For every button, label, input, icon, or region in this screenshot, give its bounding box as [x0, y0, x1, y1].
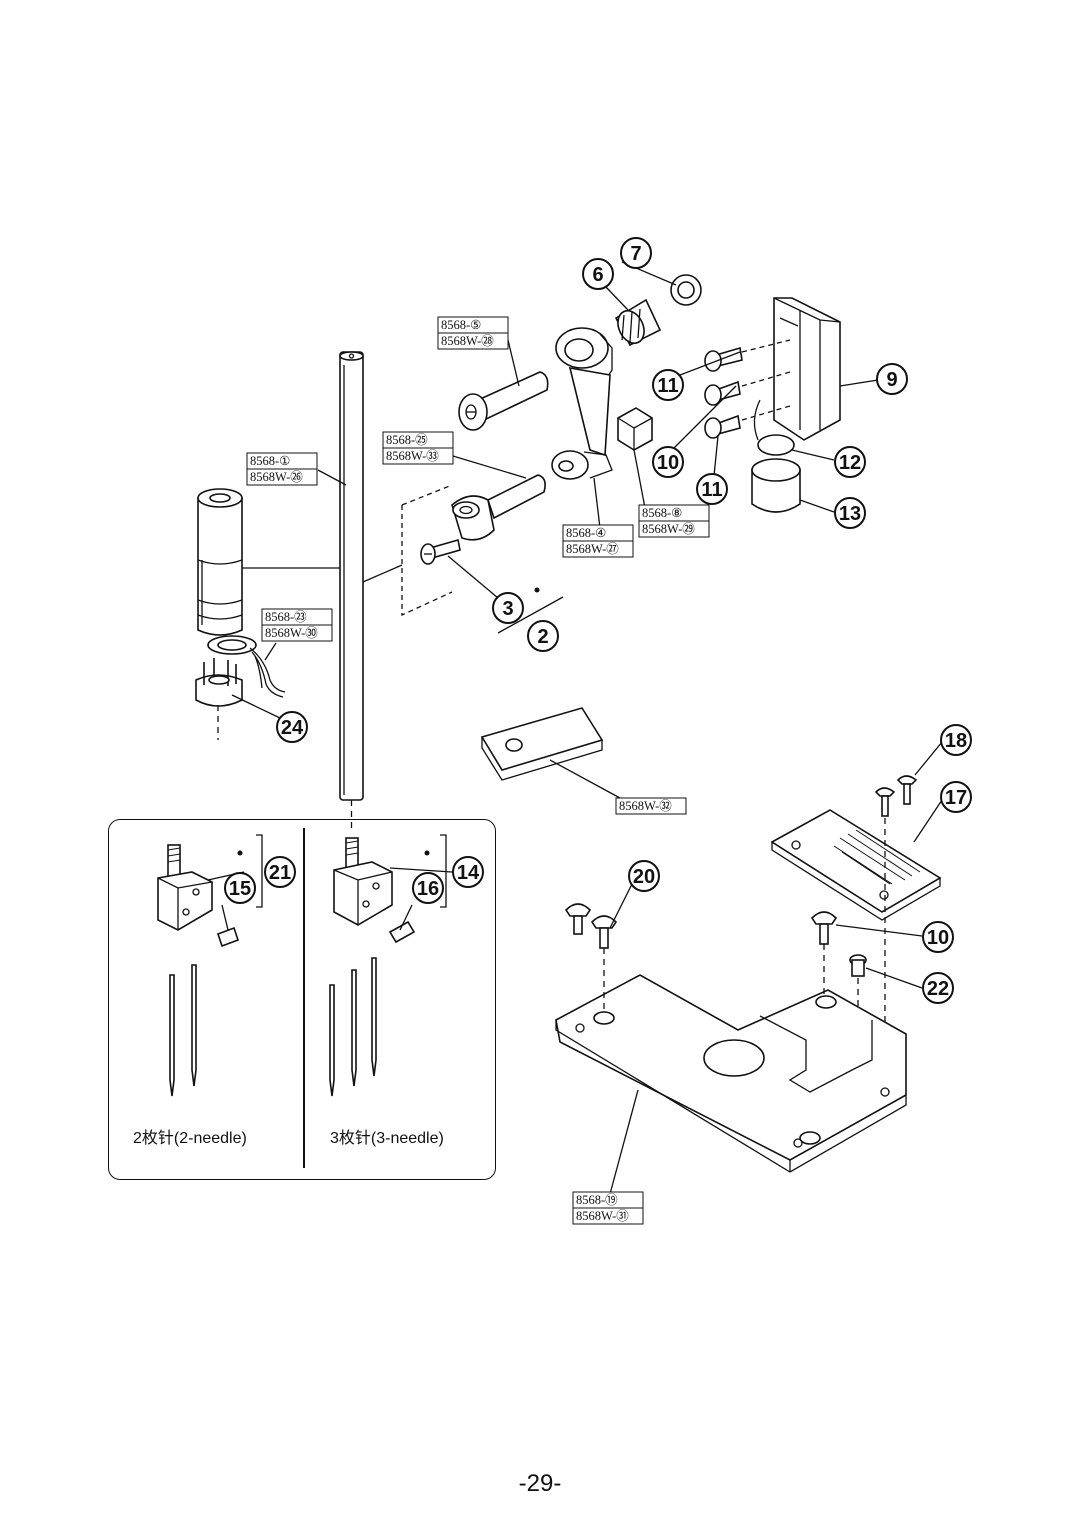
- needle-guard-plate-illustration: [480, 707, 604, 781]
- reference-line: 8568-④: [566, 526, 606, 540]
- callout-14: 14: [452, 856, 484, 888]
- svg-text:17: 17: [945, 787, 967, 809]
- guide-bracket-illustration: [773, 297, 841, 441]
- reference-line: 8568-⑤: [441, 318, 481, 332]
- needle-bearing-illustration: [614, 274, 702, 347]
- reference-label: 8568-⑤ 8568W-㉘: [437, 316, 509, 350]
- reference-line: 8568-㉕: [386, 433, 428, 447]
- callout-11: 11: [652, 369, 684, 401]
- needle-clamp-2-illustration: [157, 834, 263, 1097]
- base-plate-illustration: [555, 903, 907, 1173]
- callout-20: 20: [628, 860, 660, 892]
- callout-21: 21: [264, 856, 296, 888]
- callout-24: 24: [276, 711, 308, 743]
- svg-text:13: 13: [839, 503, 861, 525]
- svg-text:7: 7: [630, 243, 641, 265]
- link-pin-illustration: [362, 474, 564, 634]
- callout-13: 13: [834, 497, 866, 529]
- reference-line: 8568W-㉛: [576, 1209, 629, 1223]
- felt-and-nut-illustration: [195, 635, 286, 740]
- reference-line: 8568W-㉝: [386, 449, 439, 463]
- svg-text:11: 11: [657, 375, 678, 397]
- inset-divider: [303, 828, 305, 1168]
- svg-text:21: 21: [269, 862, 291, 884]
- two-needle-caption: 2枚针(2-needle): [133, 1130, 247, 1147]
- svg-text:20: 20: [633, 866, 655, 888]
- reference-line: 8568W-㉘: [441, 334, 494, 348]
- needle-clamp-3-illustration: [329, 834, 447, 1097]
- crank-rod-illustration: [551, 327, 613, 480]
- reference-line: 8568W-㉙: [642, 522, 695, 536]
- screws-11-10-illustration: [704, 339, 791, 439]
- reference-line: 8568W-㉚: [265, 626, 318, 640]
- svg-text:9: 9: [886, 369, 897, 391]
- svg-text:18: 18: [945, 730, 967, 752]
- svg-text:15: 15: [229, 878, 251, 900]
- reference-label: 8568-① 8568W-㉖: [246, 452, 318, 486]
- reference-label: 8568-④ 8568W-㉗: [562, 524, 634, 558]
- callout-2: 2: [527, 620, 559, 652]
- needle-variant-inset-frame: [108, 819, 496, 1180]
- svg-text:10: 10: [927, 927, 949, 949]
- svg-text:12: 12: [839, 452, 861, 474]
- svg-text:3: 3: [502, 598, 513, 620]
- reference-line: 8568-①: [250, 454, 290, 468]
- reference-labels: 8568-⑤8568W-㉘8568-㉕8568W-㉝8568-①8568W-㉖8…: [246, 316, 710, 1225]
- callout-18: 18: [940, 724, 972, 756]
- svg-text:2: 2: [537, 626, 548, 648]
- reference-label: 8568-㉓ 8568W-㉚: [261, 608, 333, 642]
- callout-15: 15: [224, 872, 256, 904]
- reference-line: 8568W-㉖: [250, 470, 303, 484]
- svg-text:6: 6: [592, 264, 603, 286]
- hinge-pin-illustration: [458, 371, 549, 431]
- reference-line: 8568-⑧: [642, 506, 682, 520]
- reference-label: 8568-⑧ 8568W-㉙: [638, 504, 710, 538]
- callout-7: 7: [620, 237, 652, 269]
- needle-bar-illustration: [339, 351, 364, 830]
- reference-label: 8568-⑲ 8568W-㉛: [572, 1191, 644, 1225]
- reference-label: 8568W-㉜: [615, 797, 687, 815]
- svg-text:10: 10: [657, 452, 679, 474]
- reference-line: 8568-⑲: [576, 1193, 618, 1207]
- callout-10: 10: [922, 921, 954, 953]
- reference-label: 8568-㉕ 8568W-㉝: [382, 431, 454, 465]
- callout-22: 22: [922, 972, 954, 1004]
- bushing-illustration: [197, 488, 340, 636]
- three-needle-caption: 3枚针(3-needle): [330, 1130, 444, 1147]
- callout-numbers: 7 6 9 11 10 11 12 13 3 2 24 18 17 20 10 22 21 15 14 16: [224, 237, 972, 1004]
- svg-text:22: 22: [927, 978, 949, 1000]
- reference-line: 8568W-㉗: [566, 542, 619, 556]
- callout-11: 11: [696, 473, 728, 505]
- needle-plate-illustration: [770, 775, 942, 1085]
- svg-text:14: 14: [457, 862, 480, 884]
- callout-17: 17: [940, 781, 972, 813]
- svg-text:11: 11: [701, 479, 722, 501]
- callout-6: 6: [582, 258, 614, 290]
- svg-text:16: 16: [417, 878, 439, 900]
- slide-block-illustration: [617, 399, 801, 513]
- callout-10: 10: [652, 446, 684, 478]
- reference-line: 8568-㉓: [265, 610, 307, 624]
- page-number: -29-: [518, 1470, 562, 1497]
- callout-12: 12: [834, 446, 866, 478]
- reference-line: 8568W-㉜: [619, 799, 672, 813]
- callout-9: 9: [876, 363, 908, 395]
- callout-3: 3: [492, 592, 524, 624]
- svg-text:24: 24: [281, 717, 304, 739]
- callout-16: 16: [412, 872, 444, 904]
